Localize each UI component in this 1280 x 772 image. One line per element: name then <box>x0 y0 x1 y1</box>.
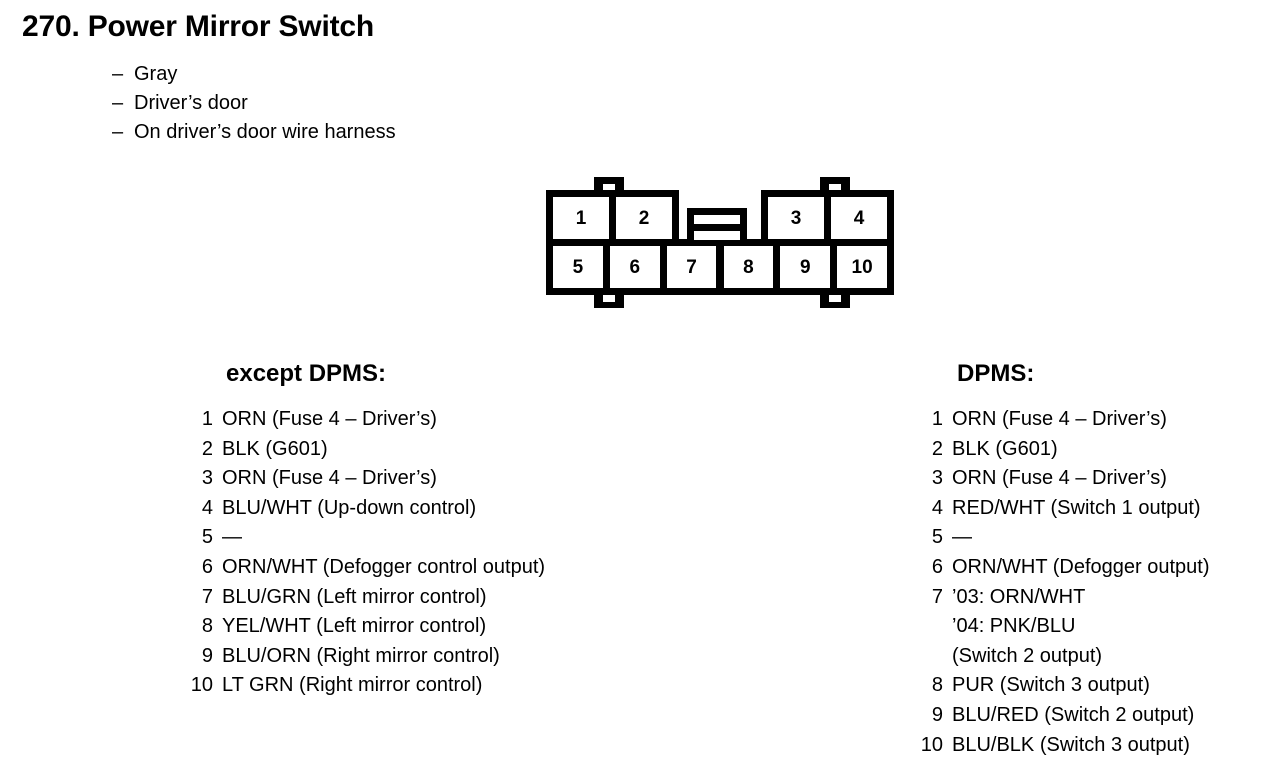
pin-number: 2 <box>931 437 943 460</box>
pin-number: 4 <box>201 496 213 519</box>
pin-number: 6 <box>931 555 943 578</box>
pin-description: RED/WHT (Switch 1 output) <box>952 496 1201 519</box>
pin-row: 7 BLU/GRN (Left mirror control) <box>183 586 545 616</box>
connector-key-feature <box>687 208 747 246</box>
pin-number: 2 <box>201 437 213 460</box>
pin-row: 4 BLU/WHT (Up-down control) <box>183 497 545 527</box>
connector-pin-cell: 2 <box>616 197 672 239</box>
pin-number: 5 <box>931 526 943 549</box>
connector-pin-cell: 10 <box>837 246 887 288</box>
pin-description: ORN (Fuse 4 – Driver’s) <box>952 408 1167 430</box>
pin-description: BLK (G601) <box>952 437 1058 460</box>
pin-number: 3 <box>931 467 943 490</box>
pin-number: 8 <box>201 615 213 638</box>
pin-number: 6 <box>201 555 213 578</box>
pin-number: 1 <box>931 408 943 430</box>
description-bullet: –On driver’s door wire harness <box>112 118 396 147</box>
connector-key-slot-lower <box>694 231 740 240</box>
pin-description: YEL/WHT (Left mirror control) <box>222 615 487 638</box>
bullet-dash-icon: – <box>112 63 124 85</box>
pin-row: 1 ORN (Fuse 4 – Driver’s) <box>913 408 1210 438</box>
bullet-text: Driver’s door <box>134 92 248 114</box>
pin-description: ORN (Fuse 4 – Driver’s) <box>222 408 437 430</box>
pin-description: ORN (Fuse 4 – Driver’s) <box>952 467 1167 490</box>
connector-pin-cell: 7 <box>666 246 717 288</box>
pin-description: ’03: ORN/WHT <box>952 585 1086 608</box>
pin-description: BLU/GRN (Left mirror control) <box>222 585 487 608</box>
pin-number: 8 <box>931 674 943 697</box>
pin-row: 10 BLU/BLK (Switch 3 output) <box>913 734 1210 764</box>
pin-number: 1 <box>201 408 213 430</box>
mounting-tab-bottom-right-slot <box>829 293 841 302</box>
pin-row: 5— <box>183 526 545 556</box>
pin-number: 10 <box>920 733 943 756</box>
pin-number: 4 <box>931 496 943 519</box>
pin-description: BLK (G601) <box>222 437 328 460</box>
pin-row: 5— <box>913 526 1210 556</box>
pin-row: 2 BLK (G601) <box>913 438 1210 468</box>
pin-description: — <box>952 526 972 549</box>
bullet-text: Gray <box>134 63 178 85</box>
pin-number: 10 <box>190 674 213 697</box>
connector-pin-cell: 3 <box>768 197 824 239</box>
pin-number: 5 <box>201 526 213 549</box>
bullet-dash-icon: – <box>112 121 124 143</box>
pin-number: 9 <box>931 703 943 726</box>
pin-row: 1 ORN (Fuse 4 – Driver’s) <box>183 408 545 438</box>
pin-number: 9 <box>201 644 213 667</box>
pin-description: ORN (Fuse 4 – Driver’s) <box>222 467 437 490</box>
pin-row: 3 ORN (Fuse 4 – Driver’s) <box>183 467 545 497</box>
connector-pin-cell: 9 <box>780 246 831 288</box>
pin-description: — <box>222 526 242 549</box>
mounting-tab-top-left-slot <box>603 184 615 193</box>
pin-description: BLU/ORN (Right mirror control) <box>222 644 500 667</box>
description-bullets: –Gray–Driver’s door–On driver’s door wir… <box>112 60 396 147</box>
pin-description: PUR (Switch 3 output) <box>952 674 1150 697</box>
pin-number: 7 <box>931 585 943 608</box>
pin-description: BLU/BLK (Switch 3 output) <box>952 733 1190 756</box>
connector-key-slot-upper <box>694 215 740 224</box>
pin-row: 8 YEL/WHT (Left mirror control) <box>183 615 545 645</box>
pin-row: 9 BLU/ORN (Right mirror control) <box>183 645 545 675</box>
pin-number: 7 <box>201 585 213 608</box>
pin-description: BLU/WHT (Up-down control) <box>222 496 477 519</box>
pin-row: 4 RED/WHT (Switch 1 output) <box>913 497 1210 527</box>
pin-row: 8 PUR (Switch 3 output) <box>913 674 1210 704</box>
pin-description-continued: ’04: PNK/BLU <box>952 615 1076 638</box>
pin-row: 3 ORN (Fuse 4 – Driver’s) <box>913 467 1210 497</box>
description-bullet: –Gray <box>112 60 396 89</box>
connector-pin-cell: 8 <box>723 246 774 288</box>
pin-description: LT GRN (Right mirror control) <box>222 674 483 697</box>
pin-row: 9 BLU/RED (Switch 2 output) <box>913 704 1210 734</box>
pin-row: 2 BLK (G601) <box>183 438 545 468</box>
pin-list-heading: except DPMS: <box>226 360 387 387</box>
pin-description: ORN/WHT (Defogger control output) <box>222 555 546 578</box>
connector-bottom-body <box>546 239 894 295</box>
connector-pin-cell: 4 <box>831 197 887 239</box>
pin-description: ORN/WHT (Defogger output) <box>952 555 1210 578</box>
pin-description: BLU/RED (Switch 2 output) <box>952 703 1195 726</box>
connector-pin-cell: 1 <box>553 197 609 239</box>
pin-row: 6 ORN/WHT (Defogger control output) <box>183 556 545 586</box>
bullet-dash-icon: – <box>112 92 124 114</box>
connector-pin-cell: 5 <box>553 246 603 288</box>
pin-row: 6 ORN/WHT (Defogger output) <box>913 556 1210 586</box>
pin-row: 10 LT GRN (Right mirror control) <box>183 674 545 704</box>
page-title: 270. Power Mirror Switch <box>22 10 374 43</box>
bullet-text: On driver’s door wire harness <box>134 121 396 143</box>
mounting-tab-top-right-slot <box>829 184 841 193</box>
description-bullet: –Driver’s door <box>112 89 396 118</box>
pin-row: 7 ’03: ORN/WHT <box>913 586 1210 616</box>
pin-description-continued: (Switch 2 output) <box>952 644 1103 667</box>
pin-list-heading: DPMS: <box>957 360 1035 387</box>
pin-number: 3 <box>201 467 213 490</box>
mounting-tab-bottom-left-slot <box>603 293 615 302</box>
connector-pin-cell: 6 <box>609 246 660 288</box>
